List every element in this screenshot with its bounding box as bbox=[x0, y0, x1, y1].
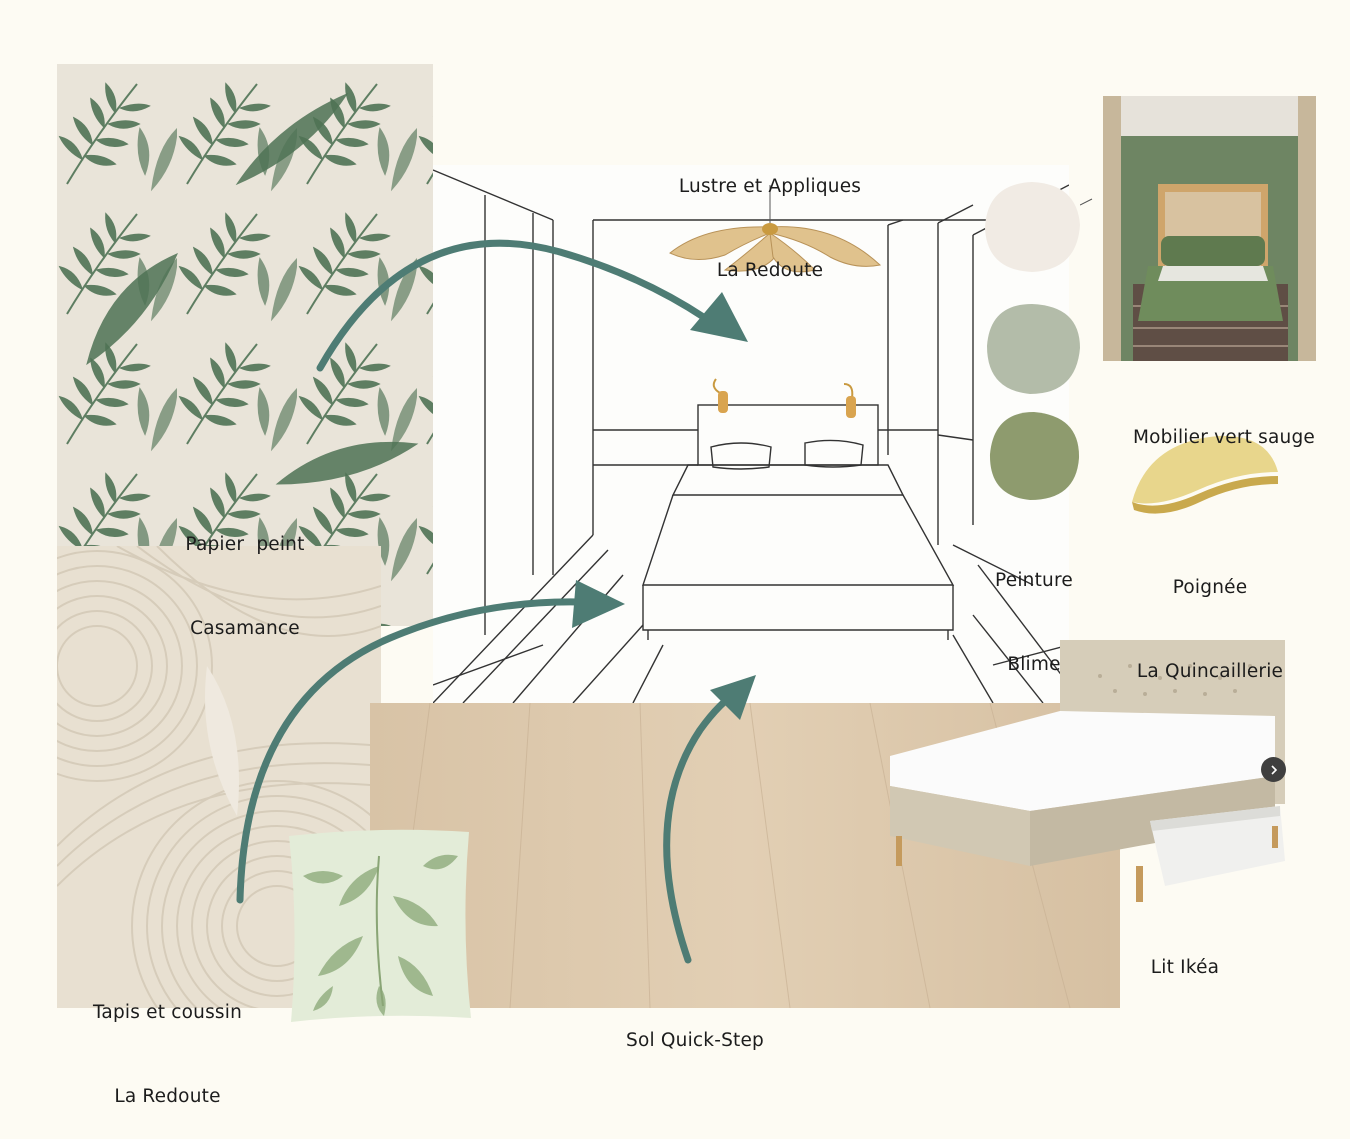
ikea-bed-photo bbox=[880, 636, 1290, 904]
chevron-right-icon bbox=[1270, 764, 1277, 775]
brass-handle bbox=[1128, 432, 1280, 524]
label-lighting: Lustre et Appliques La Redoute bbox=[678, 176, 862, 281]
label-bed: Lit Ikéa bbox=[1150, 957, 1220, 978]
wall-sconce-left bbox=[710, 375, 734, 415]
label-rug: Tapis et coussin La Redoute bbox=[92, 1002, 243, 1107]
label-floor: Sol Quick-Step bbox=[626, 1030, 764, 1051]
paint-swatch-white bbox=[982, 180, 1082, 275]
paint-connector-line bbox=[1080, 198, 1093, 206]
label-handle: Poignée La Quincaillerie bbox=[1136, 577, 1284, 682]
green-bedroom-photo bbox=[1103, 96, 1316, 361]
label-wallpaper: Papier peint Casamance bbox=[185, 534, 305, 639]
label-furniture: Mobilier vert sauge bbox=[1132, 427, 1315, 448]
carousel-next-button[interactable] bbox=[1261, 757, 1286, 782]
leaf-pillow bbox=[283, 826, 475, 1024]
paint-swatch-sage bbox=[984, 302, 1082, 396]
paint-swatch-olive bbox=[986, 410, 1082, 502]
wall-sconce-right bbox=[838, 380, 862, 420]
label-paint: Peinture Blime bbox=[995, 570, 1073, 675]
